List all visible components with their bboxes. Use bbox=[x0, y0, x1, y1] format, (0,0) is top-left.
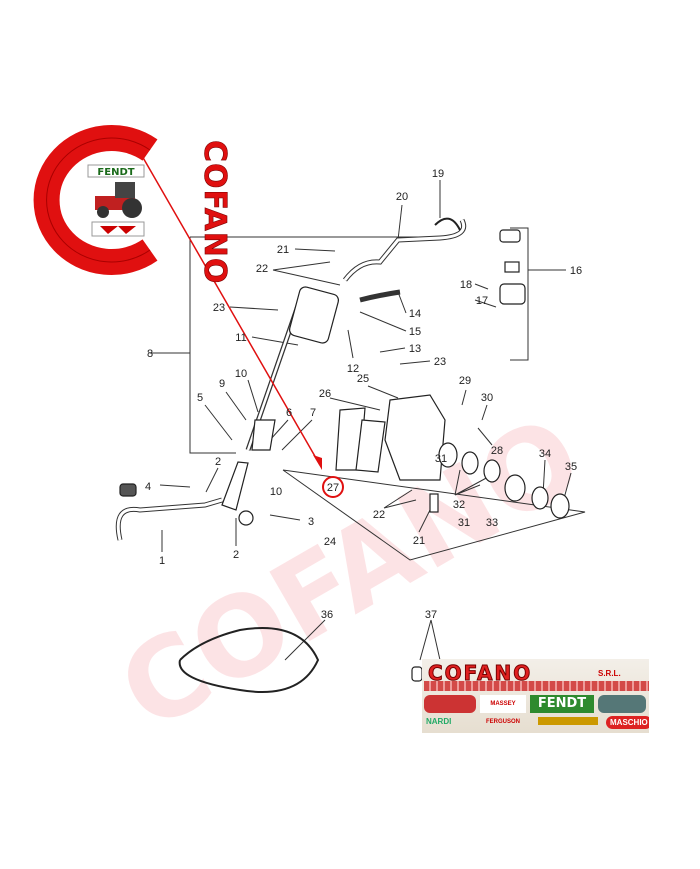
banner-brand-mf: MASSEY FERGUSON bbox=[480, 695, 526, 725]
callout-18: 18 bbox=[460, 279, 472, 291]
callout-17: 17 bbox=[476, 295, 488, 307]
callout-34: 34 bbox=[539, 448, 551, 460]
highlight-circle bbox=[322, 476, 344, 498]
tractor-icon bbox=[424, 695, 476, 713]
cofano-logo: FENDT COFANO bbox=[33, 125, 232, 285]
callout-30: 30 bbox=[481, 392, 493, 404]
callout-22: 22 bbox=[373, 509, 385, 521]
callout-13: 13 bbox=[409, 343, 421, 355]
tractor-icon bbox=[95, 182, 142, 218]
callout-15: 15 bbox=[409, 326, 421, 338]
banner-subtitle-strip bbox=[424, 681, 649, 691]
callout-3: 3 bbox=[308, 516, 314, 528]
callout-5: 5 bbox=[197, 392, 203, 404]
callout-23: 23 bbox=[213, 302, 225, 314]
callout-23: 23 bbox=[434, 356, 446, 368]
callout-32: 32 bbox=[453, 499, 465, 511]
leader-lines bbox=[150, 180, 586, 661]
banner-brand-nardi: NARDI bbox=[426, 717, 452, 726]
callout-19: 19 bbox=[432, 168, 444, 180]
callout-16: 16 bbox=[570, 265, 582, 277]
callout-1: 1 bbox=[159, 555, 165, 567]
callout-22: 22 bbox=[256, 263, 268, 275]
callout-12: 12 bbox=[347, 363, 359, 375]
logo-fendt-text: FENDT bbox=[97, 167, 134, 178]
callout-24: 24 bbox=[324, 536, 336, 548]
callout-21: 21 bbox=[277, 244, 289, 256]
callout-35: 35 bbox=[565, 461, 577, 473]
banner-brand-strip bbox=[538, 717, 598, 725]
banner-suffix: S.R.L. bbox=[598, 669, 621, 678]
callout-10: 10 bbox=[270, 486, 282, 498]
callout-25: 25 bbox=[357, 373, 369, 385]
callout-26: 26 bbox=[319, 388, 331, 400]
callout-2: 2 bbox=[215, 456, 221, 468]
cofano-banner: COFANO S.R.L. MASSEY FERGUSON FENDT NARD… bbox=[422, 659, 649, 733]
callout-28: 28 bbox=[491, 445, 503, 457]
callout-7: 7 bbox=[310, 407, 316, 419]
callout-14: 14 bbox=[409, 308, 421, 320]
callout-2: 2 bbox=[233, 549, 239, 561]
banner-brand-maschio: MASCHIO bbox=[606, 716, 649, 729]
brake-assembly-parts bbox=[115, 217, 570, 693]
callout-11: 11 bbox=[235, 332, 246, 344]
tractor-icon bbox=[598, 695, 646, 713]
callout-21: 21 bbox=[413, 535, 425, 547]
callout-31: 31 bbox=[458, 517, 470, 529]
callout-6: 6 bbox=[286, 407, 292, 419]
logo-brand-text: COFANO bbox=[197, 140, 232, 284]
callout-10: 10 bbox=[235, 368, 247, 380]
callout-9: 9 bbox=[219, 378, 225, 390]
callout-8: 8 bbox=[147, 348, 153, 360]
callout-29: 29 bbox=[459, 375, 471, 387]
callout-31: 31 bbox=[435, 453, 447, 465]
callout-36: 36 bbox=[321, 609, 333, 621]
highlight-arrow bbox=[129, 134, 344, 498]
callout-4: 4 bbox=[145, 481, 151, 493]
callout-33: 33 bbox=[486, 517, 498, 529]
callout-20: 20 bbox=[396, 191, 408, 203]
banner-brand-fendt: FENDT bbox=[530, 695, 594, 713]
callout-27: 27 bbox=[327, 482, 339, 494]
callout-37: 37 bbox=[425, 609, 437, 621]
